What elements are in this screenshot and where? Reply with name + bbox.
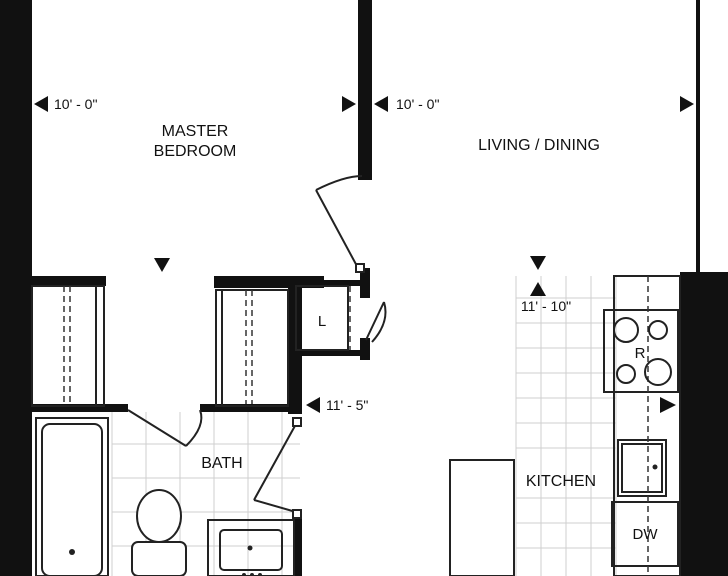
bath-door-right <box>253 423 297 513</box>
range-burners <box>613 317 672 386</box>
dashed-lines <box>63 276 649 576</box>
master-width-dimension: 10' - 0" <box>54 96 97 112</box>
arrow-down-icon <box>530 256 546 270</box>
arrow-left-icon <box>374 96 388 112</box>
master-bedroom-label-line2: BEDROOM <box>154 143 237 160</box>
partition-wall-upper <box>358 0 372 180</box>
closet-door <box>365 301 387 343</box>
linen-closet-label: L <box>318 313 326 330</box>
kitchen-tile-grid <box>515 276 617 576</box>
living-width-dimension: 10' - 0" <box>396 96 439 112</box>
dishwasher-label: DW <box>633 526 659 543</box>
bath-door-upper <box>127 409 203 447</box>
toilet <box>131 489 187 576</box>
arrow-right-icon <box>660 397 676 413</box>
bath-top-wall <box>32 404 128 412</box>
left-exterior-wall <box>0 0 32 576</box>
kitchen-label: KITCHEN <box>526 473 596 490</box>
master-bedroom-label-line1: MASTER <box>162 123 229 140</box>
arrow-right-icon <box>342 96 356 112</box>
living-depth-dimension: 11' - 10" <box>521 298 571 314</box>
arrow-left-icon <box>306 397 320 413</box>
doors <box>127 175 387 519</box>
arrow-left-icon <box>34 96 48 112</box>
bath-label: BATH <box>201 455 242 472</box>
bedroom-wall-left <box>32 276 106 286</box>
range-label: R <box>635 345 646 362</box>
master-depth-dimension: 11' - 5" <box>326 397 368 413</box>
arrow-right-icon <box>680 96 694 112</box>
arrow-down-icon <box>154 258 170 272</box>
right-wall-upper <box>696 0 700 272</box>
fixture-dots <box>69 464 658 576</box>
living-dining-label: LIVING / DINING <box>478 137 600 154</box>
outlines <box>31 275 681 576</box>
dimension-arrows <box>34 96 694 413</box>
arrow-up-icon <box>530 282 546 296</box>
bedroom-door <box>315 175 363 269</box>
right-exterior-wall <box>680 272 728 576</box>
